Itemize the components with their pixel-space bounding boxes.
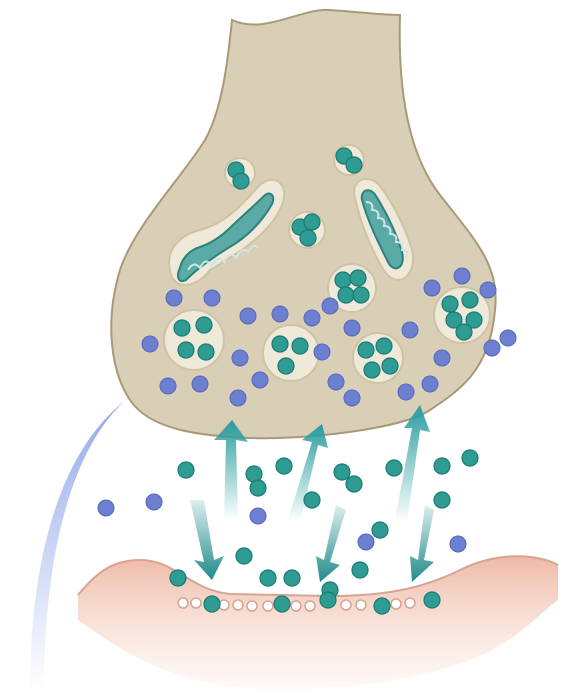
neurotransmitter-dot-icon [372,522,388,538]
reuptake-dot-icon [322,298,338,314]
reuptake-dot-icon [304,310,320,326]
reuptake-dot-icon [250,508,266,524]
neurotransmitter-dot-icon [434,492,450,508]
neurotransmitter-dot-icon [272,336,288,352]
neurotransmitter-dot-icon [374,598,390,614]
reuptake-dot-icon [422,376,438,392]
reuptake-dot-icon [146,494,162,510]
neurotransmitter-dot-icon [304,492,320,508]
neurotransmitter-dot-icon [442,296,458,312]
reuptake-dot-icon [142,336,158,352]
reuptake-dot-icon [252,372,268,388]
reuptake-dot-icon [328,374,344,390]
neurotransmitter-dot-icon [250,480,266,496]
neurotransmitter-dot-icon [300,230,316,246]
reuptake-dot-icon [480,282,496,298]
neurotransmitter-dot-icon [334,464,350,480]
neurotransmitter-dot-icon [178,342,194,358]
neurotransmitter-dot-icon [346,476,362,492]
neurotransmitter-dot-icon [350,270,366,286]
neurotransmitter-dot-icon [204,596,220,612]
neurotransmitter-dot-icon [233,173,249,189]
postsynaptic-membrane [78,556,558,689]
neurotransmitter-dot-icon [364,362,380,378]
reuptake-dot-icon [232,350,248,366]
neurotransmitter-dot-icon [352,562,368,578]
neurotransmitter-dot-icon [358,342,374,358]
neurotransmitter-dot-icon [284,570,300,586]
neurotransmitter-dot-icon [196,317,212,333]
reuptake-dot-icon [98,500,114,516]
reuptake-dot-icon [272,306,288,322]
reuptake-dot-icon [192,376,208,392]
neurotransmitter-dot-icon [236,548,252,564]
neurotransmitter-dot-icon [462,450,478,466]
reuptake-dot-icon [204,290,220,306]
reuptake-dot-icon [454,268,470,284]
reuptake-dot-icon [240,308,256,324]
neurotransmitter-dot-icon [178,462,194,478]
neurotransmitter-dot-icon [260,570,276,586]
reuptake-dot-icon [424,280,440,296]
neurotransmitter-dot-icon [274,596,290,612]
reuptake-dot-icon [402,322,418,338]
reuptake-dot-icon [314,344,330,360]
neurotransmitter-dot-icon [320,592,336,608]
reuptake-dot-icon [434,350,450,366]
neurotransmitter-dot-icon [382,358,398,374]
neurotransmitter-dot-icon [338,287,354,303]
neurotransmitter-dot-icon [376,338,392,354]
neurotransmitter-dot-icon [278,358,294,374]
neurotransmitter-dot-icon [335,272,351,288]
neurotransmitter-dot-icon [462,292,478,308]
neurotransmitter-dot-icon [346,157,362,173]
neurotransmitter-dot-icon [198,344,214,360]
reuptake-dot-icon [450,536,466,552]
neurotransmitter-dot-icon [276,458,292,474]
vesicle-6 [164,310,224,370]
reuptake-dot-icon [344,320,360,336]
reuptake-dot-icon [344,390,360,406]
reuptake-dot-icon [230,390,246,406]
reuptake-dot-icon [500,330,516,346]
reuptake-dot-icon [484,340,500,356]
neurotransmitter-dot-icon [456,324,472,340]
reuptake-dot-icon [358,534,374,550]
neurotransmitter-dot-icon [353,287,369,303]
neurotransmitter-dot-icon [292,338,308,354]
reuptake-dot-icon [166,290,182,306]
reuptake-dot-icon [398,384,414,400]
neurotransmitter-dot-icon [170,570,186,586]
neurotransmitter-dot-icon [304,214,320,230]
neurotransmitter-dot-icon [434,458,450,474]
neurotransmitter-dot-icon [386,460,402,476]
neurotransmitter-dot-icon [424,592,440,608]
neurotransmitter-dot-icon [174,320,190,336]
reuptake-dot-icon [160,378,176,394]
